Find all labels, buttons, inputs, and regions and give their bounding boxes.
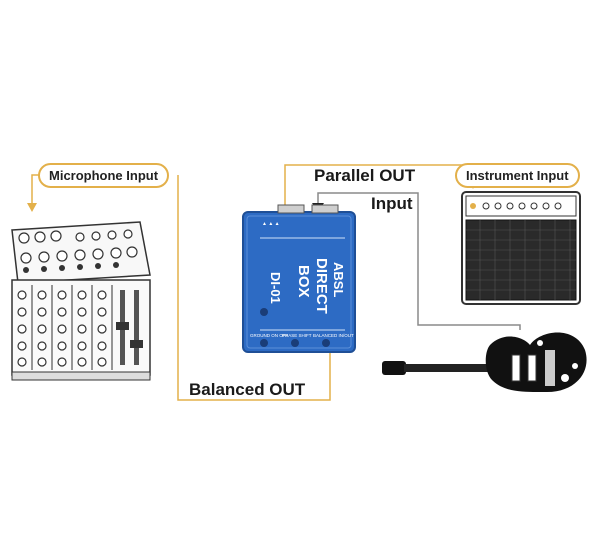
di-box-control-phase: PHASE SHIFT bbox=[282, 333, 312, 338]
di-box-brand: ABSL bbox=[331, 262, 346, 297]
input-label: Input bbox=[371, 194, 413, 213]
mixer-console bbox=[11, 221, 151, 381]
di-box-control-balanced: BALANCED IN/OUT bbox=[313, 333, 354, 338]
microphone-input-cable bbox=[177, 175, 331, 401]
microphone-input-label: Microphone Input bbox=[38, 163, 170, 188]
balanced-out-label: Balanced OUT bbox=[189, 380, 306, 399]
di-box-name-line2: BOX bbox=[295, 265, 312, 298]
guitar-input-cable bbox=[317, 192, 521, 330]
di-box-name-line1: DIRECT bbox=[313, 258, 330, 314]
mixer-input-cable bbox=[31, 174, 40, 205]
di-box-model: DI-01 bbox=[268, 272, 283, 304]
mixer-input-arrow bbox=[27, 203, 37, 212]
electric-guitar bbox=[382, 332, 587, 393]
di-box-control-ground: GROUND ON OFF bbox=[250, 333, 288, 338]
guitar-amplifier bbox=[461, 191, 581, 305]
cables bbox=[31, 164, 521, 401]
instrument-input-label: Instrument Input bbox=[455, 163, 580, 188]
parallel-out-label: Parallel OUT bbox=[314, 166, 416, 185]
di-box: ▲ ▲ ▲ bbox=[242, 204, 356, 353]
svg-text:▲ ▲ ▲: ▲ ▲ ▲ bbox=[262, 221, 280, 227]
